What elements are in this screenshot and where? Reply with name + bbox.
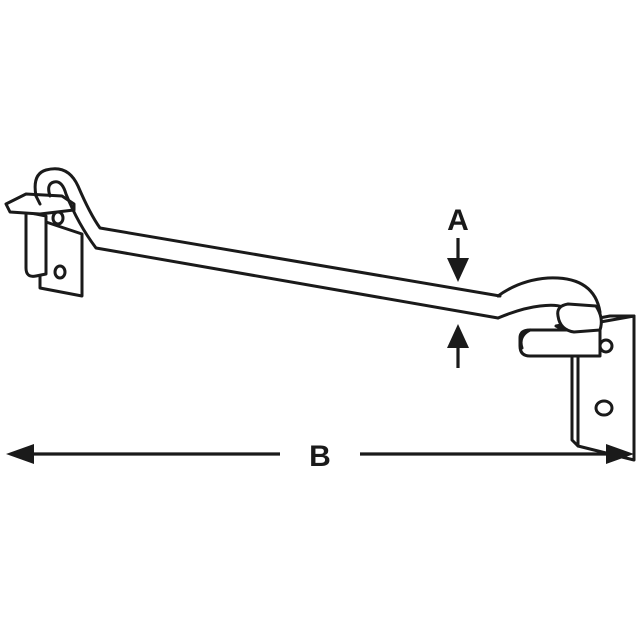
label-a: A xyxy=(447,204,469,237)
screw-hole xyxy=(598,338,614,354)
dimension-b: B xyxy=(6,440,634,473)
screw-hole xyxy=(53,264,67,280)
label-b: B xyxy=(309,440,331,473)
dimension-a: A xyxy=(447,204,469,368)
right-bracket xyxy=(518,302,636,462)
left-bracket xyxy=(4,192,84,298)
screw-hole xyxy=(594,399,614,417)
hook-rod xyxy=(33,167,602,332)
